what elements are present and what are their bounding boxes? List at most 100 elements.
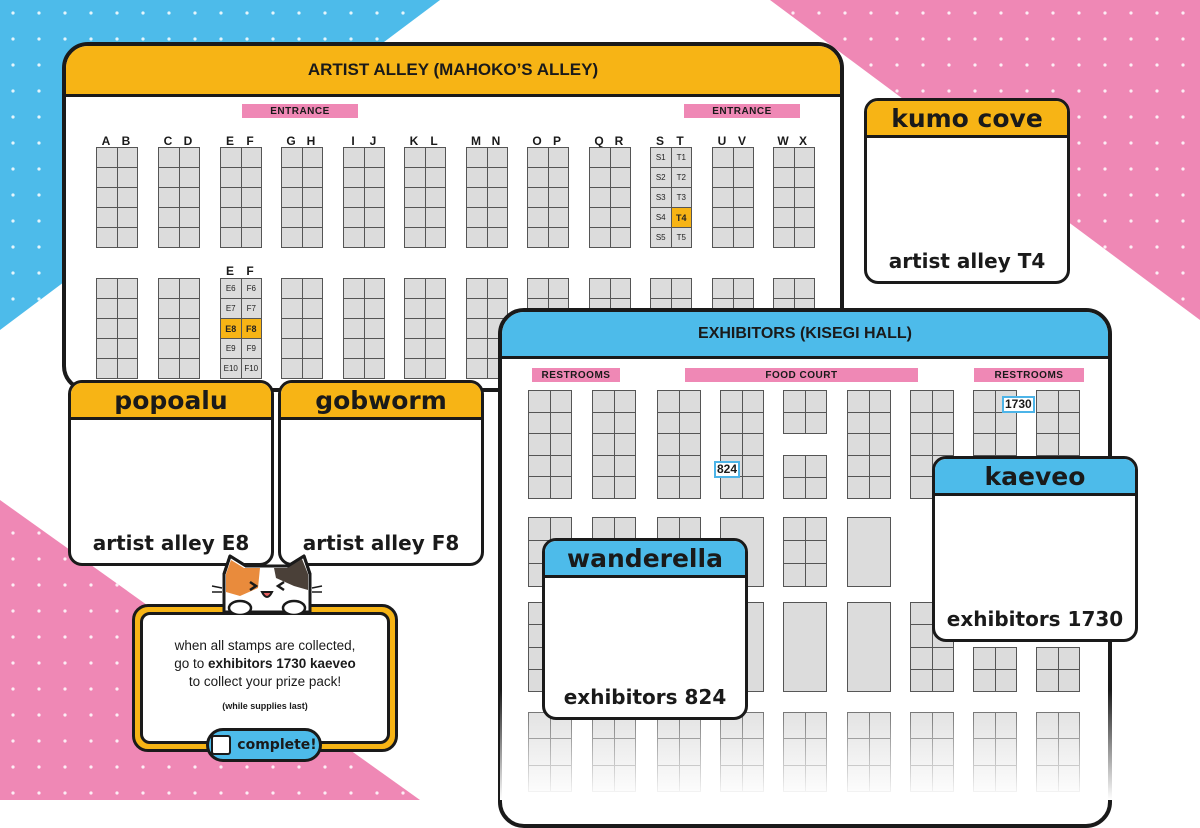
booth[interactable]: E6: [221, 279, 241, 298]
booth[interactable]: [344, 208, 364, 227]
booth[interactable]: [610, 279, 630, 298]
booth[interactable]: [774, 208, 794, 227]
booth[interactable]: S2: [651, 168, 671, 187]
booth[interactable]: [467, 359, 487, 378]
booth[interactable]: [344, 279, 364, 298]
booth[interactable]: [97, 148, 117, 167]
booth[interactable]: [487, 188, 507, 207]
booth[interactable]: [742, 412, 763, 434]
booth[interactable]: [425, 299, 445, 318]
booth[interactable]: [995, 670, 1016, 691]
booth[interactable]: [610, 168, 630, 187]
booth[interactable]: [713, 148, 733, 167]
booth[interactable]: T1: [671, 148, 691, 167]
booth[interactable]: [869, 455, 890, 477]
booth[interactable]: [282, 208, 302, 227]
booth[interactable]: [848, 412, 869, 434]
booth[interactable]: T4: [671, 208, 691, 227]
booth[interactable]: [550, 455, 571, 477]
booth[interactable]: [794, 208, 814, 227]
booth[interactable]: [159, 228, 179, 247]
booth[interactable]: [995, 648, 1016, 669]
booth[interactable]: [593, 391, 614, 412]
booth[interactable]: [97, 319, 117, 338]
booth[interactable]: [995, 434, 1016, 455]
booth[interactable]: [97, 299, 117, 318]
booth[interactable]: [733, 279, 753, 298]
booth[interactable]: [593, 412, 614, 434]
booth[interactable]: [302, 339, 322, 358]
booth[interactable]: [658, 434, 679, 455]
booth[interactable]: S1: [651, 148, 671, 167]
booth[interactable]: [774, 279, 794, 298]
booth[interactable]: [405, 359, 425, 378]
booth[interactable]: [425, 188, 445, 207]
booth[interactable]: [425, 279, 445, 298]
booth[interactable]: [529, 518, 550, 540]
booth[interactable]: [344, 228, 364, 247]
booth[interactable]: [405, 168, 425, 187]
booth[interactable]: [302, 279, 322, 298]
booth[interactable]: T2: [671, 168, 691, 187]
booth[interactable]: [721, 477, 742, 498]
complete-button[interactable]: complete!: [206, 728, 322, 762]
booth[interactable]: [784, 412, 805, 433]
booth[interactable]: [302, 359, 322, 378]
booth[interactable]: [614, 477, 635, 498]
booth[interactable]: S3: [651, 188, 671, 207]
booth[interactable]: [911, 477, 932, 498]
booth[interactable]: [117, 339, 137, 358]
booth[interactable]: [528, 168, 548, 187]
booth[interactable]: [467, 319, 487, 338]
booth[interactable]: [784, 564, 805, 586]
booth[interactable]: F9: [241, 339, 261, 358]
booth[interactable]: [282, 188, 302, 207]
booth[interactable]: [784, 603, 826, 691]
booth[interactable]: [932, 412, 953, 434]
booth[interactable]: [302, 319, 322, 338]
booth[interactable]: [344, 148, 364, 167]
booth[interactable]: [848, 434, 869, 455]
booth[interactable]: [179, 208, 199, 227]
booth[interactable]: [974, 434, 995, 455]
booth[interactable]: [97, 168, 117, 187]
booth[interactable]: [179, 339, 199, 358]
booth[interactable]: [733, 228, 753, 247]
booth[interactable]: S4: [651, 208, 671, 227]
booth[interactable]: [774, 228, 794, 247]
booth[interactable]: [713, 279, 733, 298]
booth[interactable]: [794, 188, 814, 207]
booth[interactable]: [614, 412, 635, 434]
booth[interactable]: [805, 391, 826, 412]
booth[interactable]: [405, 299, 425, 318]
booth[interactable]: [241, 188, 261, 207]
booth[interactable]: [344, 359, 364, 378]
booth[interactable]: [713, 188, 733, 207]
booth[interactable]: [548, 168, 568, 187]
booth[interactable]: [784, 477, 805, 498]
booth[interactable]: [805, 564, 826, 586]
booth[interactable]: [774, 148, 794, 167]
booth-824-label[interactable]: 824: [714, 461, 741, 478]
booth[interactable]: [221, 228, 241, 247]
booth[interactable]: [733, 168, 753, 187]
booth[interactable]: [97, 279, 117, 298]
booth[interactable]: [529, 434, 550, 455]
booth[interactable]: [282, 339, 302, 358]
booth[interactable]: [593, 434, 614, 455]
booth[interactable]: [405, 319, 425, 338]
booth[interactable]: [529, 455, 550, 477]
booth[interactable]: [679, 412, 700, 434]
booth[interactable]: [610, 228, 630, 247]
booth[interactable]: [364, 168, 384, 187]
booth[interactable]: [614, 518, 635, 540]
booth[interactable]: E9: [221, 339, 241, 358]
booth[interactable]: [97, 359, 117, 378]
booth[interactable]: [97, 208, 117, 227]
booth[interactable]: [528, 208, 548, 227]
booth[interactable]: [221, 208, 241, 227]
booth[interactable]: [425, 168, 445, 187]
booth[interactable]: [733, 148, 753, 167]
booth[interactable]: [869, 434, 890, 455]
booth[interactable]: [713, 228, 733, 247]
